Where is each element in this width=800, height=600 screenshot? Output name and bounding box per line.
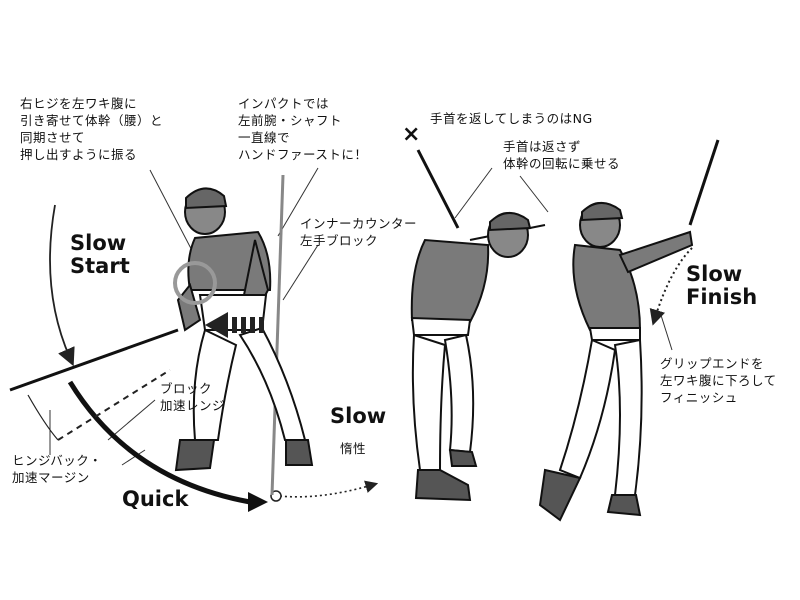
block-arrow [205,312,264,338]
annotation-inertia: 惰性 [340,441,367,456]
golfer-downswing [9,187,314,472]
grip-end-path [649,247,693,326]
impact-vertical-line [270,174,285,496]
label-slow-start: Slow Start [70,231,130,278]
elbow-focus-ring [173,261,217,305]
label-slow: Slow [330,404,387,428]
annotation-grip-end: グリップエンドを 左ワキ腹に下ろして フィニッシュ [660,356,777,405]
quick-arrow-head [248,492,268,512]
ng-cross-icon: × [402,122,421,147]
annotation-wrist-ok: 手首は返さず 体幹の回転に乗せる [503,139,621,171]
annotation-block-range: ブロック 加速レンジ [160,381,226,413]
annotation-right-elbow: 右ヒジを左ワキ腹に 引き寄せて体幹（腰）と 同期させて 押し出すように振る [20,96,164,162]
inertia-path [279,480,379,498]
block-range-dashed-line [57,369,171,441]
annotation-inner-counter: インナーカウンター 左手ブロック [300,216,418,248]
golfer-finish [538,139,720,522]
annotation-hinge-back: ヒンジバック・ 加速マージン [12,453,103,485]
hinge-margin-arc [27,394,59,441]
label-slow-finish: Slow Finish [686,262,758,309]
annotation-impact: インパクトでは 左前腕・シャフト 一直線で ハンドファーストに！ [238,96,368,162]
leader-lines [49,167,673,466]
golfer-follow-through [410,149,546,502]
quick-arc [67,380,251,505]
label-quick: Quick [122,487,189,511]
annotation-wrist-ng: 手首を返してしまうのはNG [430,111,593,126]
slow-start-arc [49,204,75,367]
